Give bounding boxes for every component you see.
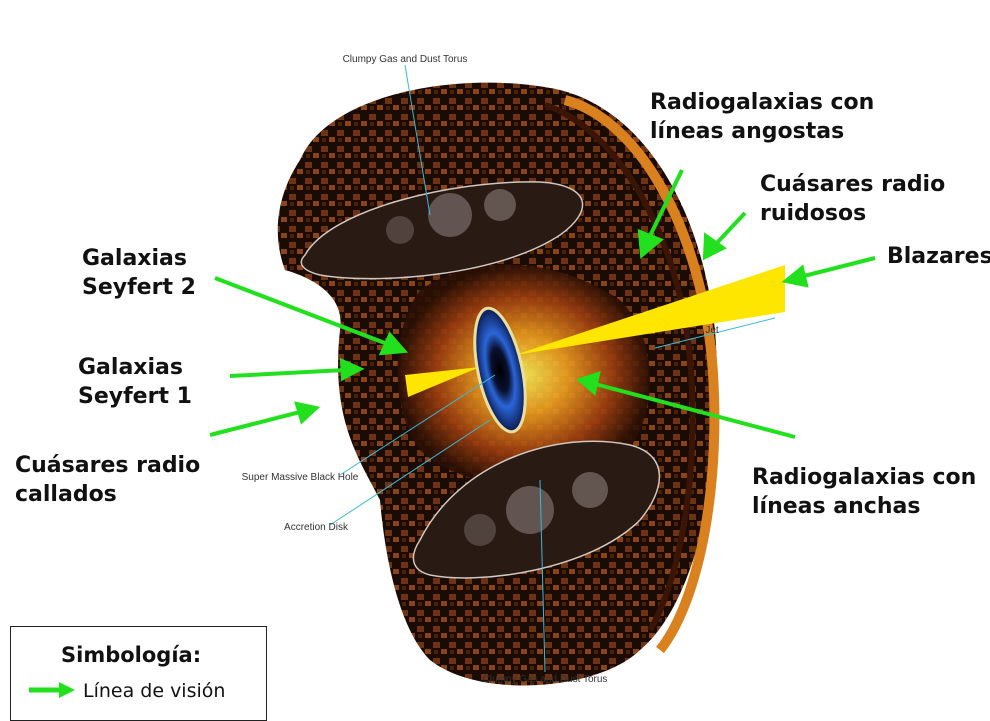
label-radio-quiet-quasars: Cuásares radio callados [15,451,200,509]
arrow-quiet-quasars [210,404,316,435]
arrow-loud-quasars [705,213,745,257]
jet-label: Jet [705,325,719,336]
label-seyfert-1: Galaxias Seyfert 1 [78,353,192,411]
label-broad-line-radio-galaxies: Radiogalaxias con líneas anchas [752,463,976,521]
torus-top-label: Clumpy Gas and Dust Torus [343,54,468,65]
black-hole-label: Super Massive Black Hole [242,472,359,483]
legend-item-label: Línea de visión [83,680,225,702]
label-blazars: Blazares [887,242,990,271]
torus-bottom-label: Clumpy Gas and Dust Torus [483,674,608,685]
green-arrow-icon [25,679,77,701]
label-seyfert-2: Galaxias Seyfert 2 [82,244,196,302]
legend-box: Simbología: Línea de visión [10,626,267,721]
legend-title: Simbología: [61,643,201,667]
label-radio-loud-quasars: Cuásares radio ruidosos [760,170,945,228]
label-narrow-line-radio-galaxies: Radiogalaxias con líneas angostas [650,88,874,146]
arrow-blazars [786,258,875,285]
accretion-disk-label: Accretion Disk [284,522,349,533]
